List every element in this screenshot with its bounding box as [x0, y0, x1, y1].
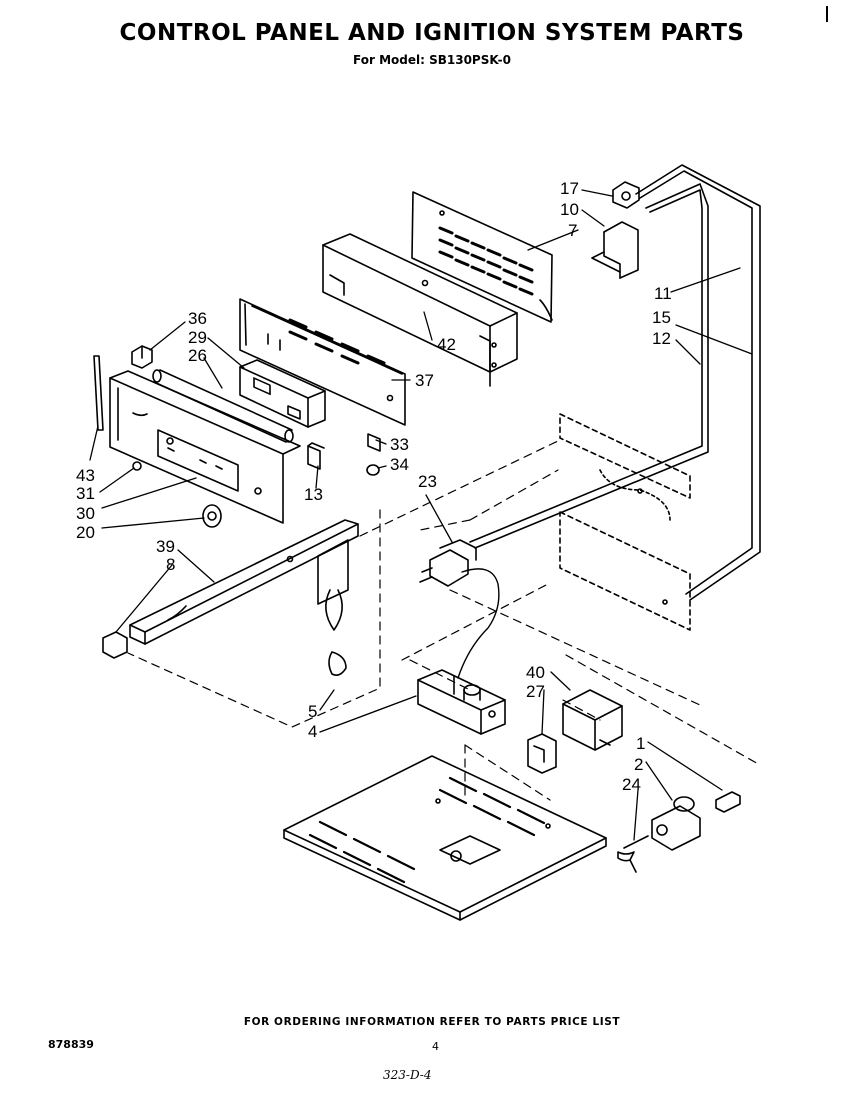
- callout-20: 20: [76, 523, 95, 542]
- document-number: 878839: [48, 1038, 94, 1051]
- part-36-knob: [131, 345, 153, 369]
- callout-24: 24: [622, 775, 641, 794]
- callout-7: 7: [568, 221, 577, 240]
- callout-5: 5: [308, 702, 317, 721]
- part-11-12-15-tubing: [469, 164, 761, 601]
- part-33-bracket: [367, 433, 381, 452]
- part-42-control-housing: [322, 233, 518, 387]
- page-number: 4: [432, 1040, 439, 1053]
- callout-37: 37: [415, 371, 434, 390]
- callout-29: 29: [188, 328, 207, 347]
- callout-12: 12: [652, 329, 671, 348]
- callout-34: 34: [390, 455, 409, 474]
- model-subtitle: For Model: SB130PSK-0: [353, 53, 511, 67]
- scan-mark: [826, 6, 828, 22]
- callout-43: 43: [76, 466, 95, 485]
- part-39-support-rail: [129, 519, 359, 645]
- part-24-screw: [617, 835, 649, 873]
- callout-36: 36: [188, 309, 207, 328]
- callout-1: 1: [636, 734, 645, 753]
- callout-42: 42: [437, 335, 456, 354]
- cabinet-side-outline: [559, 413, 691, 631]
- callout-13: 13: [304, 485, 323, 504]
- callout-17: 17: [560, 179, 579, 198]
- callout-23: 23: [418, 472, 437, 491]
- part-34-nut: [366, 464, 380, 476]
- assembly-dashed-lines: [127, 439, 761, 801]
- part-23-igniter: [419, 539, 500, 679]
- callout-4: 4: [308, 722, 317, 741]
- callout-15: 15: [652, 308, 671, 327]
- callout-11: 11: [654, 284, 672, 303]
- callout-39: 39: [156, 537, 175, 556]
- callout-8: 8: [166, 555, 175, 574]
- callout-33: 33: [390, 435, 409, 454]
- part-37-switch-panel-frame: [239, 298, 406, 426]
- callout-leaders: [89, 189, 753, 841]
- callout-40: 40: [526, 663, 545, 682]
- part-10-bracket: [591, 221, 639, 279]
- part-8-block: [102, 631, 128, 659]
- page-title: CONTROL PANEL AND IGNITION SYSTEM PARTS: [119, 20, 745, 46]
- callout-10: 10: [560, 200, 579, 219]
- part-4-thermostat-valve: [417, 669, 506, 735]
- callout-31: 31: [76, 484, 95, 503]
- part-29-clock-module: [239, 359, 326, 428]
- part-26-light-tube: [152, 369, 294, 443]
- part-31-grommet: [132, 461, 142, 471]
- part-1-orifice: [715, 791, 741, 813]
- part-5-spring-clip: [325, 589, 347, 676]
- part-2-burner-valve: [651, 796, 701, 851]
- callout-27: 27: [526, 682, 545, 701]
- callout-30: 30: [76, 504, 95, 523]
- handwritten-reference: 323-D-4: [383, 1068, 432, 1082]
- base-plate: [283, 755, 607, 921]
- part-40-junction-box: [562, 689, 623, 751]
- callout-2: 2: [634, 755, 643, 774]
- part-7-back-cover-panel: [411, 191, 553, 323]
- control-panel-front: [109, 370, 301, 524]
- part-43-trim-strip: [93, 355, 104, 431]
- part-17-fitting: [612, 181, 640, 209]
- callout-26: 26: [188, 346, 207, 365]
- part-13-clip: [307, 442, 325, 470]
- ordering-note: FOR ORDERING INFORMATION REFER TO PARTS …: [243, 1016, 621, 1028]
- callout-labels: 17 10 7 11 15 12 42 36 29 26 37 33 34 13…: [76, 179, 672, 794]
- part-27-switch: [527, 733, 557, 774]
- part-20-knob: [202, 504, 222, 528]
